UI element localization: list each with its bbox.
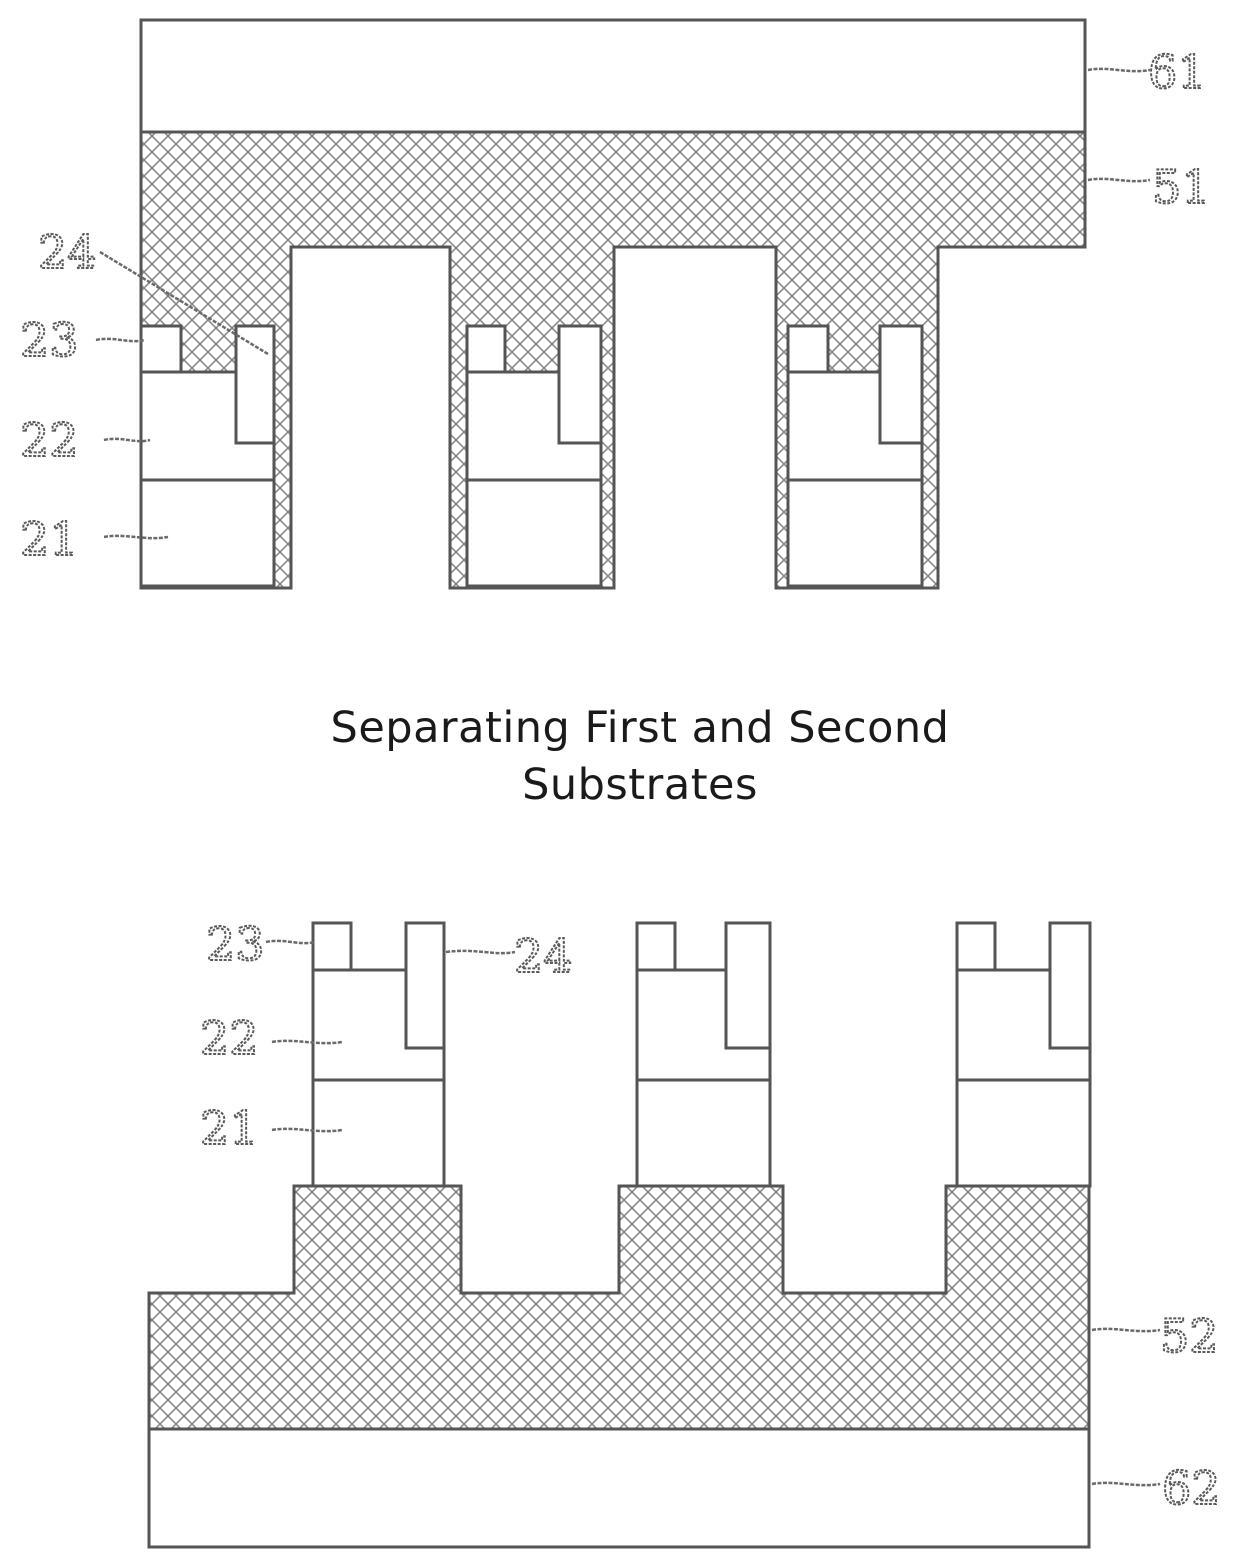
layer-21 <box>313 1080 444 1186</box>
caption-line-1: Separating First and Second <box>270 700 1010 757</box>
layer-21 <box>141 480 274 586</box>
layer-23 <box>637 923 675 970</box>
layer-23 <box>957 923 995 970</box>
ref-label-22: 22 <box>200 1011 259 1065</box>
layer-21 <box>957 1080 1090 1186</box>
layer-24 <box>236 326 274 443</box>
layer-24 <box>1050 923 1090 1048</box>
ref-label-24: 24 <box>514 929 573 983</box>
ref-label-21: 21 <box>200 1101 259 1155</box>
layer-23 <box>467 326 505 372</box>
ref-label-23: 23 <box>20 313 79 367</box>
layer-21 <box>637 1080 770 1186</box>
bottom-structure <box>149 923 1090 1547</box>
device-stack-bottom-3 <box>957 923 1090 1186</box>
caption-line-2: Substrates <box>270 757 1010 814</box>
device-stack-bottom-2 <box>637 923 770 1186</box>
first-substrate-61 <box>141 20 1085 132</box>
layer-23 <box>313 923 351 970</box>
ref-label-61: 61 <box>1148 45 1207 99</box>
step-caption: Separating First and Second Substrates <box>270 700 1010 814</box>
bonding-layer-52 <box>149 1186 1089 1429</box>
ref-label-51: 51 <box>1152 160 1211 214</box>
ref-label-24: 24 <box>38 225 97 279</box>
bonding-layer-51 <box>141 132 1085 588</box>
layer-21 <box>788 480 922 586</box>
ref-label-22: 22 <box>20 413 79 467</box>
ref-label-62: 62 <box>1162 1461 1221 1515</box>
layer-23 <box>788 326 828 372</box>
layer-24 <box>726 923 770 1048</box>
ref-label-52: 52 <box>1160 1309 1219 1363</box>
layer-23 <box>141 326 181 372</box>
top-structure <box>141 20 1085 588</box>
second-substrate-62 <box>149 1429 1089 1547</box>
ref-label-21: 21 <box>20 512 79 566</box>
layer-21 <box>467 480 601 586</box>
ref-label-23: 23 <box>206 917 265 971</box>
layer-24 <box>406 923 444 1048</box>
layer-24 <box>559 326 601 443</box>
device-stack-bottom-1 <box>313 923 444 1186</box>
layer-24 <box>880 326 922 443</box>
